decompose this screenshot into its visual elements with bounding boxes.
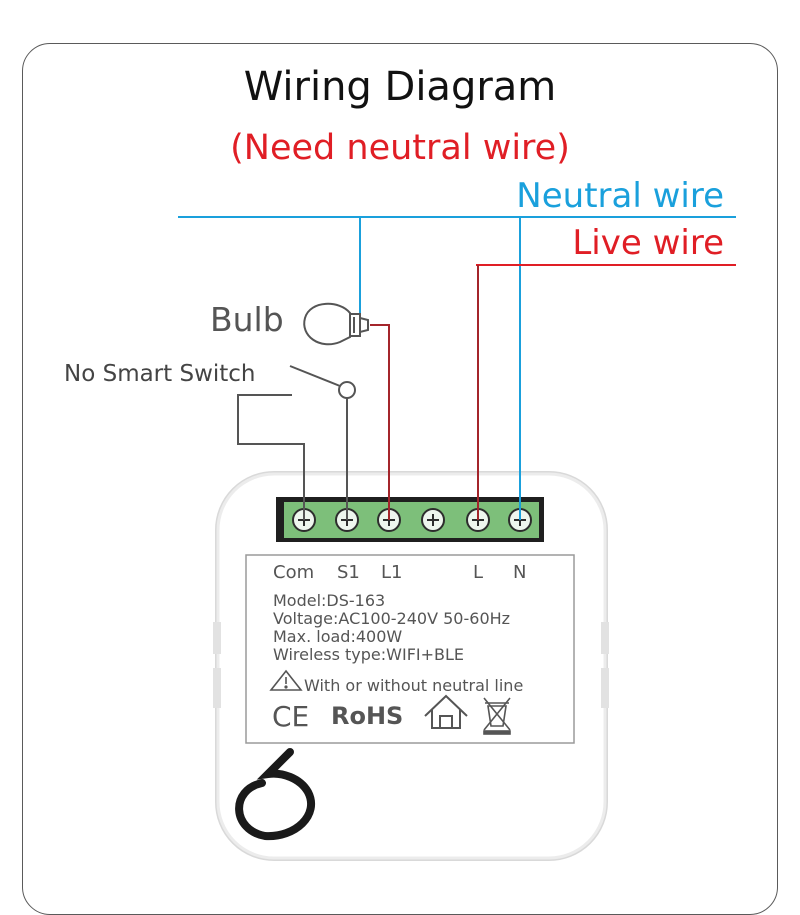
spec-wireless: Wireless type:WIFI+BLE <box>273 645 465 664</box>
spec-warning: With or without neutral line <box>304 676 524 695</box>
live-wire-label: Live wire <box>572 223 724 263</box>
house-icon <box>424 694 468 729</box>
terminal-label-n: N <box>513 562 527 583</box>
wiring-diagram <box>178 216 736 861</box>
spec-model: Model:DS-163 <box>273 591 386 610</box>
neutral-wire-label: Neutral wire <box>516 176 724 216</box>
rohs-mark: RoHS <box>331 702 404 730</box>
device-clip-left-2 <box>213 668 221 708</box>
weee-bin-icon <box>483 697 511 735</box>
bulb-icon <box>303 302 369 346</box>
spec-max-load: Max. load:400W <box>273 627 403 646</box>
device-body-shadow <box>216 472 607 860</box>
page-title: Wiring Diagram <box>243 64 557 110</box>
terminal-block-green <box>284 502 539 538</box>
bulb-label: Bulb <box>210 300 284 339</box>
terminal-screw-icon <box>421 508 445 532</box>
device-hook-icon <box>235 748 316 841</box>
load-wire-bulb-to-l1 <box>370 324 390 520</box>
ce-mark: CE <box>272 700 310 733</box>
switch-label: No Smart Switch <box>64 361 256 387</box>
page-subtitle: (Need neutral wire) <box>230 128 570 168</box>
device-clip-right-1 <box>601 622 609 654</box>
terminal-label-com: Com <box>273 562 315 583</box>
terminal-label-l: L <box>473 562 484 583</box>
terminal-label-s1: S1 <box>337 562 360 583</box>
device-clip-left-1 <box>213 622 221 654</box>
diagram-stage: Wiring Diagram (Need neutral wire) Neutr… <box>22 43 778 915</box>
terminal-label-l1: L1 <box>381 562 403 583</box>
switch-icon <box>237 365 356 520</box>
label-plate <box>245 554 575 744</box>
warning-triangle-icon <box>269 669 303 691</box>
device-clip-right-2 <box>601 668 609 708</box>
spec-voltage: Voltage:AC100-240V 50-60Hz <box>273 609 511 628</box>
